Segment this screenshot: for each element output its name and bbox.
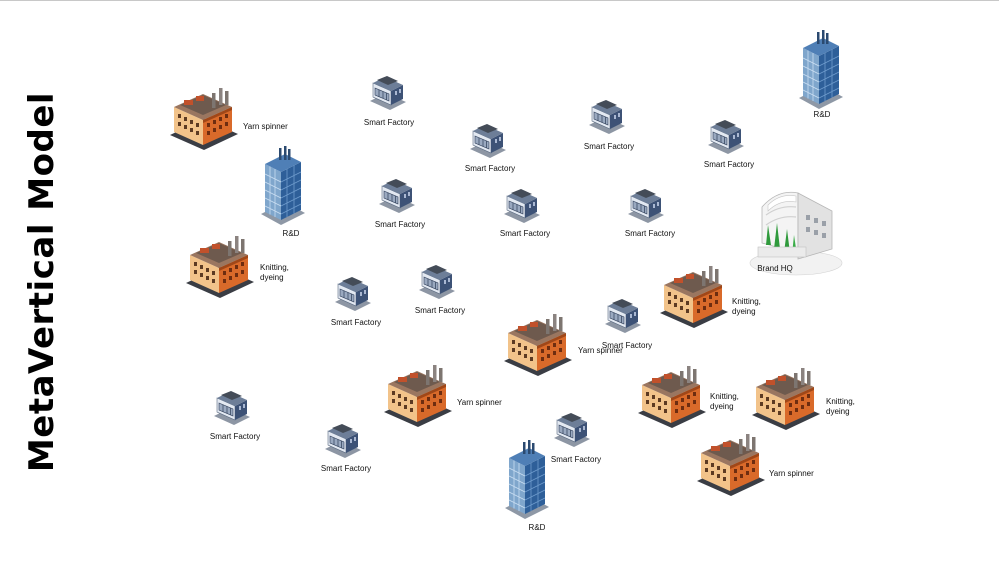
node-label: Yarn spinner (769, 469, 814, 478)
node-label: R&D (528, 523, 546, 532)
node-label: Knitting, dyeing (260, 263, 289, 282)
node-label: Smart Factory (330, 318, 382, 327)
node-label: Knitting, dyeing (732, 297, 761, 316)
node-label: Brand HQ (757, 264, 793, 273)
node-label: Smart Factory (363, 118, 415, 127)
node-label: Smart Factory (414, 306, 466, 315)
node-label: R&D (282, 229, 300, 238)
node-label: Smart Factory (209, 432, 261, 441)
node-label: Yarn spinner (578, 346, 623, 355)
node-label: Smart Factory (499, 229, 551, 238)
node-label: Yarn spinner (243, 122, 288, 131)
node-label: Smart Factory (601, 341, 653, 350)
node-label: Smart Factory (624, 229, 676, 238)
diagram-title: MetaVertical Model (22, 91, 62, 473)
node-label: Knitting, dyeing (710, 392, 739, 411)
node-label: Smart Factory (583, 142, 635, 151)
node-label: Knitting, dyeing (826, 397, 855, 416)
node-label: Smart Factory (464, 164, 516, 173)
node-label: Smart Factory (550, 455, 602, 464)
node-label: Smart Factory (374, 220, 426, 229)
top-border-line (0, 0, 999, 1)
node-label: Smart Factory (320, 464, 372, 473)
node-label: Yarn spinner (457, 398, 502, 407)
node-label: Smart Factory (703, 160, 755, 169)
node-label: R&D (813, 110, 831, 119)
